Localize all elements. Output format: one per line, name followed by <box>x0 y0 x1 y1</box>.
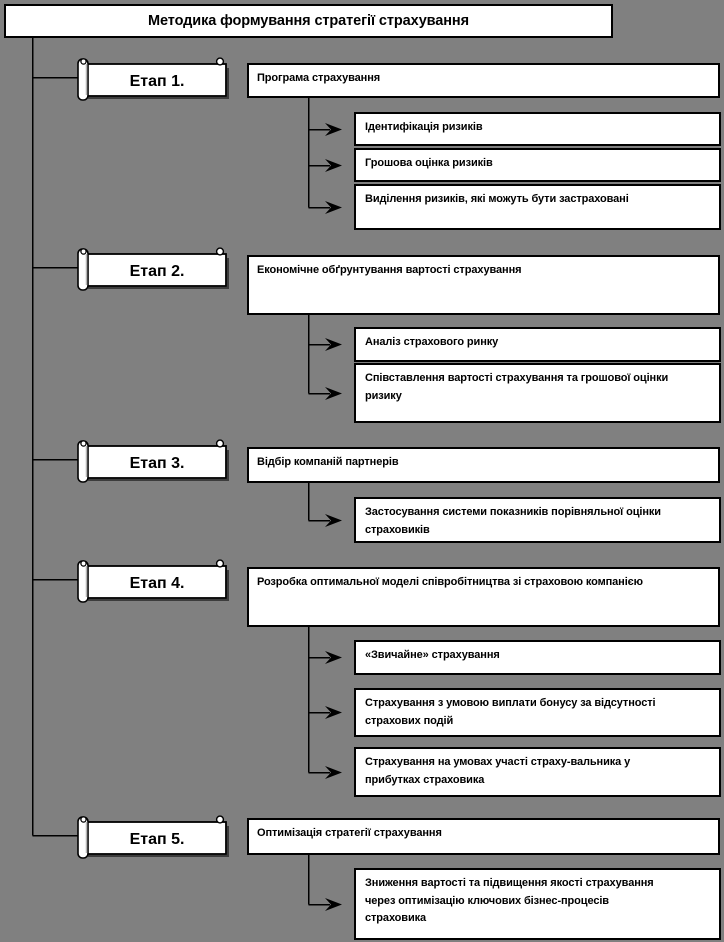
scroll-curl-icon <box>80 58 87 65</box>
scroll-curl-icon <box>80 440 87 447</box>
stage-3-main-box: Відбір компаній партнерів <box>247 447 720 483</box>
scroll-curl-icon <box>215 247 225 256</box>
stage-5-label: Етап 5. <box>130 831 185 848</box>
arrow-head-icon <box>325 514 342 527</box>
stage-1-label: Етап 1. <box>130 73 185 90</box>
arrow-head-icon <box>325 387 342 400</box>
stage-1-sub-box-2: Грошова оцінка ризиків <box>354 148 721 182</box>
arrow-head-icon <box>325 159 342 172</box>
stage-4-sub-box-2: Страхування з умовою виплати бонусу за в… <box>354 688 721 737</box>
stage-1-sub-box-3: Виділення ризиків, які можуть бути застр… <box>354 184 721 230</box>
stage-4-sub-box-1: «Звичайне» страхування <box>354 640 721 675</box>
stage-3-scroll: Етап 3. <box>77 439 229 483</box>
scroll-curl-icon <box>80 248 87 255</box>
stage-1-sub-box-1: Ідентифікація ризиків <box>354 112 721 146</box>
stage-2-label: Етап 2. <box>130 263 185 280</box>
stage-2-sub-box-2: Співставлення вартості страхування та гр… <box>354 363 721 423</box>
scroll-curl-icon <box>215 57 225 66</box>
scroll-curl-icon <box>215 815 225 824</box>
arrow-head-icon <box>325 201 342 214</box>
arrow-head-icon <box>325 766 342 779</box>
scroll-curl-icon <box>215 439 225 448</box>
arrow-head-icon <box>325 706 342 719</box>
arrow-head-icon <box>325 651 342 664</box>
stage-2-sub-box-1: Аналіз страхового ринку <box>354 327 721 362</box>
stage-2-main-box: Економічне обґрунтування вартості страху… <box>247 255 720 315</box>
stage-3-label: Етап 3. <box>130 455 185 472</box>
stage-1-scroll: Етап 1. <box>77 57 229 101</box>
arrow-head-icon <box>325 338 342 351</box>
arrow-head-icon <box>325 898 342 911</box>
stage-4-scroll: Етап 4. <box>77 559 229 603</box>
stage-1-main-box: Програма страхування <box>247 63 720 98</box>
stage-5-scroll: Етап 5. <box>77 815 229 859</box>
stage-5-main-box: Оптимізація стратегії страхування <box>247 818 720 855</box>
stage-4-label: Етап 4. <box>130 575 185 592</box>
stage-2-scroll: Етап 2. <box>77 247 229 291</box>
stage-3-sub-box-1: Застосування системи показників порівнял… <box>354 497 721 543</box>
page-title: Методика формування стратегії страхуванн… <box>4 4 613 38</box>
scroll-curl-icon <box>80 816 87 823</box>
scroll-curl-icon <box>215 559 225 568</box>
stage-4-main-box: Розробка оптимальної моделі співробітниц… <box>247 567 720 627</box>
stage-5-sub-box-1: Зниження вартості та підвищення якості с… <box>354 868 721 940</box>
scroll-curl-icon <box>80 560 87 567</box>
arrow-head-icon <box>325 123 342 136</box>
stage-4-sub-box-3: Страхування на умовах участі страху-валь… <box>354 747 721 797</box>
